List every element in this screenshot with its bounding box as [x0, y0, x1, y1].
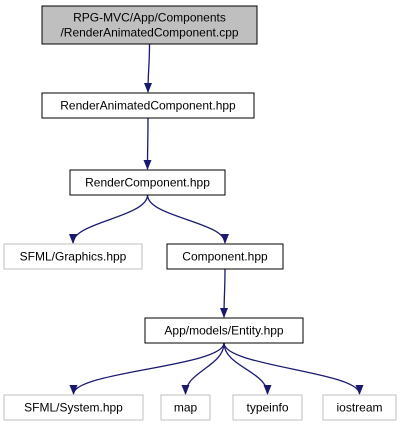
- node-box-iostream: [322, 394, 397, 421]
- edge-component-to-entity: [220, 268, 229, 318]
- node-typeinfo: typeinfo: [232, 394, 303, 421]
- node-box-rac: [41, 92, 255, 119]
- edge-entity-to-sfml_system: [69, 342, 225, 395]
- edge-rc-to-sfml_graphics: [69, 194, 149, 244]
- node-iostream: iostream: [322, 394, 397, 421]
- edge-entity-to-map: [181, 342, 225, 395]
- node-label-rc-0: RenderComponent.hpp: [85, 176, 210, 190]
- node-box-sfml_graphics: [3, 243, 143, 270]
- node-sfml_system: SFML/System.hpp: [3, 394, 144, 421]
- edge-root-to-rac: [144, 43, 153, 93]
- node-component[interactable]: Component.hpp: [166, 243, 284, 270]
- node-rc[interactable]: RenderComponent.hpp: [69, 169, 226, 196]
- node-map: map: [160, 394, 211, 421]
- node-label-rac-0: RenderAnimatedComponent.hpp: [60, 99, 236, 113]
- node-label-sfml_system-0: SFML/System.hpp: [24, 401, 123, 415]
- node-label-root-0: RPG-MVC/App/Components: [73, 11, 226, 25]
- node-box-component: [166, 243, 284, 270]
- node-label-entity-0: App/models/Entity.hpp: [164, 324, 284, 338]
- nodes-layer: RPG-MVC/App/Components/RenderAnimatedCom…: [3, 5, 397, 421]
- node-rac[interactable]: RenderAnimatedComponent.hpp: [41, 92, 255, 119]
- node-label-iostream-0: iostream: [336, 401, 382, 415]
- node-box-root: [41, 5, 258, 45]
- node-root[interactable]: RPG-MVC/App/Components/RenderAnimatedCom…: [41, 5, 258, 45]
- node-label-sfml_graphics-0: SFML/Graphics.hpp: [20, 250, 127, 264]
- node-box-entity: [144, 317, 304, 344]
- edge-entity-to-iostream: [223, 342, 364, 395]
- edges-layer: [69, 43, 364, 395]
- node-label-component-0: Component.hpp: [182, 250, 268, 264]
- node-box-rc: [69, 169, 226, 196]
- node-box-typeinfo: [232, 394, 303, 421]
- edge-entity-to-typeinfo: [223, 342, 272, 395]
- node-sfml_graphics: SFML/Graphics.hpp: [3, 243, 143, 270]
- node-box-map: [160, 394, 211, 421]
- node-label-root-1: /RenderAnimatedComponent.cpp: [60, 26, 238, 40]
- edge-rac-to-rc: [143, 117, 152, 170]
- edge-rc-to-component: [146, 194, 229, 244]
- node-box-sfml_system: [3, 394, 144, 421]
- node-entity[interactable]: App/models/Entity.hpp: [144, 317, 304, 344]
- node-label-map-0: map: [174, 401, 198, 415]
- node-label-typeinfo-0: typeinfo: [246, 401, 288, 415]
